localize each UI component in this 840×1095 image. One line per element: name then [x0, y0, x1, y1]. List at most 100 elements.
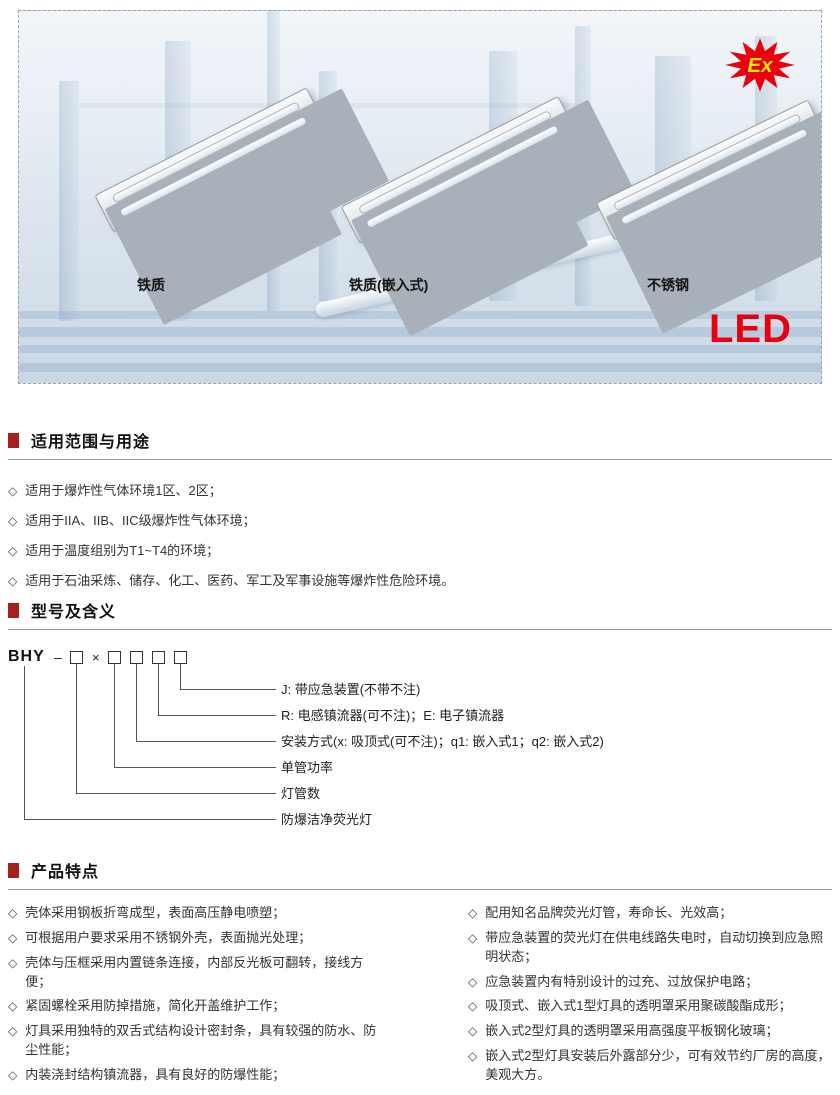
model-code-prefix: BHY [8, 648, 45, 665]
diamond-bullet: ◇ [8, 1067, 18, 1082]
connector-line [158, 664, 276, 716]
model-code-box [108, 651, 121, 664]
diamond-bullet: ◇ [8, 955, 18, 970]
divider [8, 889, 832, 890]
product-photo-panel: 铁质 铁质(嵌入式) 不锈钢 Ex LED [18, 10, 822, 384]
diamond-bullet: ◇ [468, 1024, 478, 1039]
section-marker [8, 862, 19, 878]
feature-item: ◇ 壳体采用钢板折弯成型，表面高压静电喷塑； [8, 904, 383, 923]
feature-text: 紧固螺栓采用防掉措施，简化开盖维护工作； [25, 998, 286, 1014]
divider [8, 629, 832, 630]
diamond-bullet: ◇ [468, 1049, 478, 1064]
feature-text: 嵌入式2型灯具安装后外露部分少，可有效节约厂房的高度，美观大方。 [485, 1048, 831, 1082]
lamp-caption-iron-recessed: 铁质(嵌入式) [349, 277, 429, 293]
feature-item: ◇ 内装浇封结构镇流器，具有良好的防爆性能； [8, 1066, 383, 1085]
model-code-dash: – [54, 649, 62, 665]
section-marker [8, 602, 19, 618]
model-label-tube-count: 灯管数 [281, 786, 321, 801]
section-header: 产品特点 [8, 858, 832, 882]
connector-line [136, 664, 276, 742]
model-code-box [70, 651, 83, 664]
feature-text: 带应急装置的荧光灯在供电线路失电时，自动切换到应急照明状态； [485, 929, 824, 964]
connector-line [180, 664, 276, 690]
section-title-model: 型号及含义 [31, 604, 117, 621]
feature-item: ◇ 壳体与压框采用内置链条连接，内部反光板可翻转，接线方便； [8, 954, 383, 992]
feature-item: ◇ 嵌入式2型灯具安装后外露部分少，可有效节约厂房的高度，美观大方。 [468, 1047, 832, 1085]
connector-line [114, 664, 276, 768]
feature-item: ◇ 应急装置内有特别设计的过充、过放保护电路； [468, 973, 832, 992]
list-item-text: 适用于IIA、IIB、IIC级爆炸性气体环境； [25, 512, 256, 528]
feature-text: 壳体与压框采用内置链条连接，内部反光板可翻转，接线方便； [25, 954, 364, 989]
feature-item: ◇ 嵌入式2型灯具的透明罩采用高强度平板钢化玻璃； [468, 1022, 832, 1041]
feature-item: ◇ 带应急装置的荧光灯在供电线路失电时，自动切换到应急照明状态； [468, 929, 832, 967]
section-header: 适用范围与用途 [8, 428, 832, 452]
list-item-text: 适用于石油采炼、储存、化工、医药、军工及军事设施等爆炸性危险环境。 [25, 572, 455, 588]
diamond-bullet: ◇ [8, 999, 18, 1014]
diamond-bullet: ◇ [8, 1024, 18, 1039]
diamond-bullet: ◇ [8, 484, 18, 498]
feature-text: 灯具采用独特的双舌式结构设计密封条，具有较强的防水、防尘性能； [25, 1023, 377, 1058]
scope-list: ◇ 适用于爆炸性气体环境1区、2区； ◇ 适用于IIA、IIB、IIC级爆炸性气体环… [8, 482, 832, 590]
model-code-box [174, 651, 187, 664]
features-column-right: ◇配用知名品牌荧光灯管，寿命长、光效高； ◇带应急装置的荧光灯在供电线路失电时，… [468, 904, 832, 1091]
list-item: ◇ 适用于IIA、IIB、IIC级爆炸性气体环境； [8, 512, 832, 531]
model-label-emergency: J: 带应急装置(不带不注) [281, 682, 421, 697]
model-code-times: × [92, 650, 100, 665]
section-marker [8, 432, 19, 448]
ex-certification-icon: Ex [725, 38, 795, 92]
led-wordmark: LED [709, 307, 792, 351]
section-scope: 适用范围与用途 ◇ 适用于爆炸性气体环境1区、2区； ◇ 适用于IIA、IIB、II… [8, 428, 832, 601]
model-label-ballast: R: 电感镇流器(可不注)；E: 电子镇流器 [281, 708, 505, 723]
feature-text: 吸顶式、嵌入式1型灯具的透明罩采用聚碳酸酯成形； [485, 998, 792, 1014]
model-code-box [130, 651, 143, 664]
diamond-bullet: ◇ [8, 513, 18, 528]
diamond-bullet: ◇ [8, 573, 18, 588]
lamp-caption-stainless: 不锈钢 [647, 277, 689, 293]
features-list-right: ◇配用知名品牌荧光灯管，寿命长、光效高； ◇带应急装置的荧光灯在供电线路失电时，… [468, 904, 832, 1085]
feature-item: ◇ 紧固螺栓采用防掉措施，简化开盖维护工作； [8, 997, 383, 1016]
section-features: 产品特点 ◇壳体采用钢板折弯成型，表面高压静电喷塑； ◇可根据用户要求采用不锈钢… [8, 858, 832, 1091]
backdrop-pipe [19, 327, 821, 337]
section-title-features: 产品特点 [31, 864, 100, 881]
feature-text: 壳体采用钢板折弯成型，表面高压静电喷塑； [25, 905, 286, 920]
model-label-mounting: 安装方式(x: 吸顶式(可不注)；q1: 嵌入式1；q2: 嵌入式2) [281, 734, 604, 749]
section-header: 型号及含义 [8, 598, 832, 622]
feature-item: ◇ 灯具采用独特的双舌式结构设计密封条，具有较强的防水、防尘性能； [8, 1022, 383, 1060]
model-code-diagram: BHY – × J: 带应急装置(不带不注) R: 电感镇流器(可不注)；E: … [8, 648, 832, 840]
diamond-bullet: ◇ [8, 543, 18, 558]
model-code-box [152, 651, 165, 664]
diamond-bullet: ◇ [468, 974, 478, 989]
section-title-scope: 适用范围与用途 [31, 434, 151, 451]
model-label-wattage: 单管功率 [281, 760, 334, 775]
divider [8, 459, 832, 460]
feature-text: 应急装置内有特别设计的过充、过放保护电路； [485, 973, 759, 989]
diamond-bullet: ◇ [468, 930, 478, 945]
feature-text: 内装浇封结构镇流器，具有良好的防爆性能； [25, 1066, 286, 1082]
list-item-text: 适用于温度组别为T1~T4的环境； [25, 542, 220, 558]
features-columns: ◇壳体采用钢板折弯成型，表面高压静电喷塑； ◇可根据用户要求采用不锈钢外壳，表面… [8, 904, 832, 1091]
section-model: 型号及含义 BHY – × J: 带应急装置(不带不注) R: 电感镇流器(可不… [8, 598, 832, 840]
backdrop-pipe [19, 345, 821, 353]
model-label-product-name: 防爆洁净荧光灯 [281, 812, 373, 827]
backdrop-tower [59, 81, 79, 321]
feature-item: ◇ 吸顶式、嵌入式1型灯具的透明罩采用聚碳酸酯成形； [468, 997, 832, 1016]
connector-line [76, 664, 276, 794]
ex-text: Ex [747, 54, 774, 77]
features-column-left: ◇壳体采用钢板折弯成型，表面高压静电喷塑； ◇可根据用户要求采用不锈钢外壳，表面… [8, 904, 383, 1091]
connector-line [24, 666, 276, 820]
feature-text: 嵌入式2型灯具的透明罩采用高强度平板钢化玻璃； [485, 1023, 779, 1039]
features-list-left: ◇壳体采用钢板折弯成型，表面高压静电喷塑； ◇可根据用户要求采用不锈钢外壳，表面… [8, 904, 383, 1085]
list-item: ◇ 适用于石油采炼、储存、化工、医药、军工及军事设施等爆炸性危险环境。 [8, 572, 832, 591]
backdrop-pipe [19, 363, 821, 372]
feature-item: ◇可根据用户要求采用不锈钢外壳，表面抛光处理； [8, 929, 383, 948]
diamond-bullet: ◇ [468, 999, 478, 1014]
list-item: ◇ 适用于温度组别为T1~T4的环境； [8, 542, 832, 561]
feature-text: 可根据用户要求采用不锈钢外壳，表面抛光处理； [25, 929, 312, 945]
list-item-text: 适用于爆炸性气体环境1区、2区； [25, 483, 222, 498]
diamond-bullet: ◇ [8, 906, 18, 920]
lamp-caption-iron: 铁质 [137, 277, 165, 293]
feature-text: 配用知名品牌荧光灯管，寿命长、光效高； [485, 905, 733, 920]
list-item: ◇ 适用于爆炸性气体环境1区、2区； [8, 482, 832, 501]
feature-item: ◇配用知名品牌荧光灯管，寿命长、光效高； [468, 904, 832, 923]
